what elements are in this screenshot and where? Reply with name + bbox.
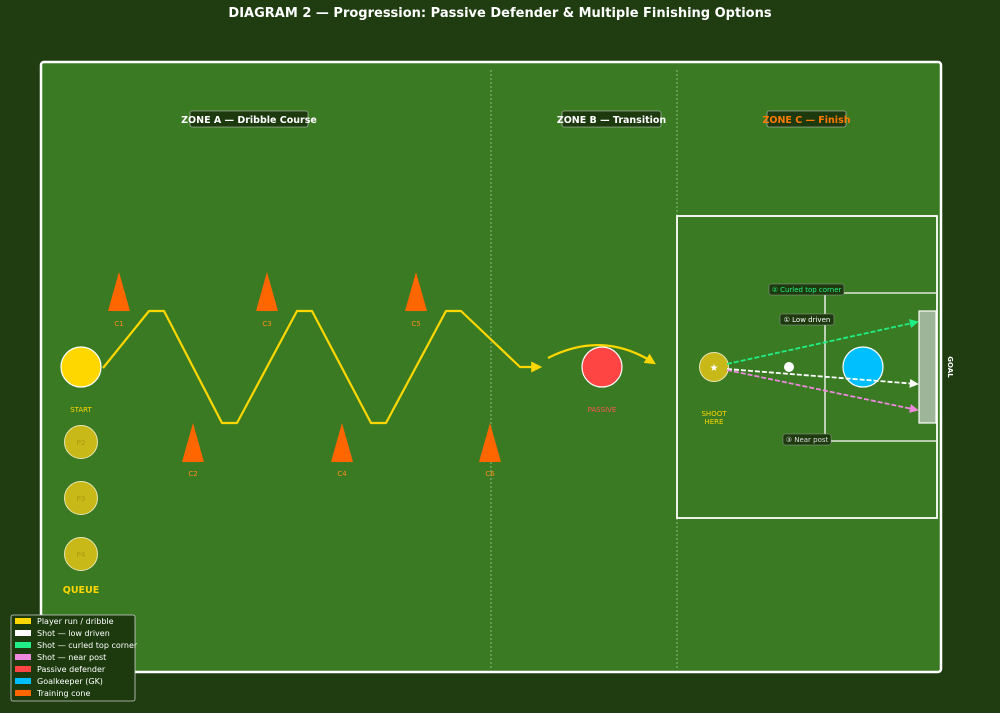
shot-label-curled: ② Curled top corner (768, 283, 845, 296)
cone-c1: C1 (108, 272, 130, 328)
goal-label: GOAL (946, 356, 954, 378)
legend-item-cone: Training cone (15, 689, 90, 698)
legend-item-defender: Passive defender (15, 665, 106, 674)
queue-player-p3: P3 (64, 481, 98, 515)
svg-text:C4: C4 (337, 470, 347, 478)
svg-text:Shot — low driven: Shot — low driven (37, 629, 110, 638)
svg-text:C6: C6 (485, 470, 495, 478)
star-icon: ★ (710, 363, 719, 374)
svg-text:C3: C3 (262, 320, 271, 328)
cone-c4: C4 (331, 423, 353, 478)
start-player: START (60, 346, 102, 414)
svg-text:Passive defender: Passive defender (37, 665, 106, 674)
svg-text:Shot — near post: Shot — near post (37, 653, 106, 662)
goalkeeper (842, 346, 884, 388)
svg-text:C2: C2 (188, 470, 197, 478)
zone-c-label: ZONE C — Finish (763, 110, 851, 128)
svg-text:C5: C5 (411, 320, 420, 328)
legend-item-curled: Shot — curled top corner (15, 641, 138, 650)
legend-item-run: Player run / dribble (15, 617, 114, 626)
ball (784, 362, 794, 372)
shooter-position: ★ SHOOT HERE (699, 352, 729, 426)
svg-text:ZONE B — Transition: ZONE B — Transition (557, 115, 667, 126)
svg-text:Goalkeeper (GK): Goalkeeper (GK) (37, 677, 103, 686)
shot-label-near-post: ③ Near post (782, 433, 832, 446)
svg-text:C1: C1 (114, 320, 123, 328)
svg-text:P4: P4 (77, 551, 86, 559)
svg-text:START: START (70, 406, 92, 414)
svg-text:PASSIVE: PASSIVE (588, 406, 617, 414)
cone-c3: C3 (256, 272, 278, 328)
svg-text:P3: P3 (77, 495, 86, 503)
legend: Player run / dribble Shot — low driven S… (10, 614, 138, 702)
queue-player-p2: P2 (64, 425, 98, 459)
shot-curled-top-corner (726, 319, 919, 365)
svg-text:HERE: HERE (705, 418, 724, 426)
svg-text:② Curled top corner: ② Curled top corner (772, 286, 842, 294)
passive-defender: PASSIVE (581, 346, 623, 414)
defender-run-arrow (547, 344, 656, 365)
diagram-title: DIAGRAM 2 — Progression: Passive Defende… (228, 6, 771, 21)
svg-text:① Low driven: ① Low driven (784, 316, 831, 324)
queue-player-p4: P4 (64, 537, 98, 571)
svg-text:③ Near post: ③ Near post (786, 436, 829, 444)
cone-c5: C5 (405, 272, 427, 328)
svg-text:SHOOT: SHOOT (701, 410, 727, 418)
legend-item-goalkeeper: Goalkeeper (GK) (15, 677, 103, 686)
zone-b-label: ZONE B — Transition (557, 110, 667, 128)
svg-text:ZONE A — Dribble Course: ZONE A — Dribble Course (181, 115, 317, 126)
cone-c2: C2 (182, 423, 204, 478)
zone-a-label: ZONE A — Dribble Course (181, 110, 317, 128)
penalty-area (676, 215, 938, 519)
svg-text:Shot — curled top corner: Shot — curled top corner (37, 641, 138, 650)
goal (918, 310, 937, 424)
shot-low-driven (726, 368, 919, 388)
svg-text:ZONE C — Finish: ZONE C — Finish (763, 115, 851, 126)
svg-text:Training cone: Training cone (36, 689, 90, 698)
svg-text:P2: P2 (77, 439, 86, 447)
legend-item-low-driven: Shot — low driven (15, 629, 110, 638)
svg-text:Player run / dribble: Player run / dribble (37, 617, 114, 626)
shot-near-post (726, 369, 919, 413)
cone-c6: C6 (479, 423, 501, 478)
shot-label-low-driven: ① Low driven (779, 313, 835, 326)
legend-item-near-post: Shot — near post (15, 653, 106, 662)
queue-label: QUEUE (63, 585, 99, 596)
dribble-path (102, 309, 543, 425)
